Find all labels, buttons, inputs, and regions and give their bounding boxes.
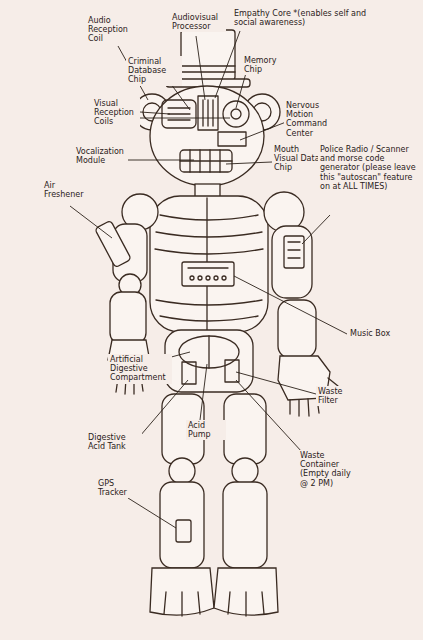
part-label: Mouth Visual Data Chip (272, 144, 324, 174)
part-label: Audio Reception Coil (86, 15, 130, 45)
part-label: Acid Pump (186, 420, 226, 440)
part-label: Criminal Database Chip (126, 56, 182, 86)
part-label: Waste Container (Empty daily @ 2 PM) (298, 450, 362, 489)
part-label: Air Freshener (42, 180, 90, 200)
part-label: Memory Chip (242, 55, 292, 75)
part-label: Digestive Acid Tank (86, 432, 142, 452)
part-label: Vocalization Module (74, 146, 128, 166)
part-label: Police Radio / Scanner and morse code ge… (318, 144, 418, 192)
part-label: Nervous Motion Command Center (284, 100, 350, 139)
part-label: GPS Tracker (96, 478, 140, 498)
part-label: Audiovisual Processor (170, 12, 226, 32)
part-label: Empathy Core *(enables self and social a… (232, 8, 382, 28)
part-label: Waste Filter (316, 386, 360, 406)
part-label: Visual Reception Coils (92, 98, 140, 128)
part-label: Artificial Digestive Compartment (108, 354, 172, 384)
part-label: Music Box (348, 328, 408, 339)
